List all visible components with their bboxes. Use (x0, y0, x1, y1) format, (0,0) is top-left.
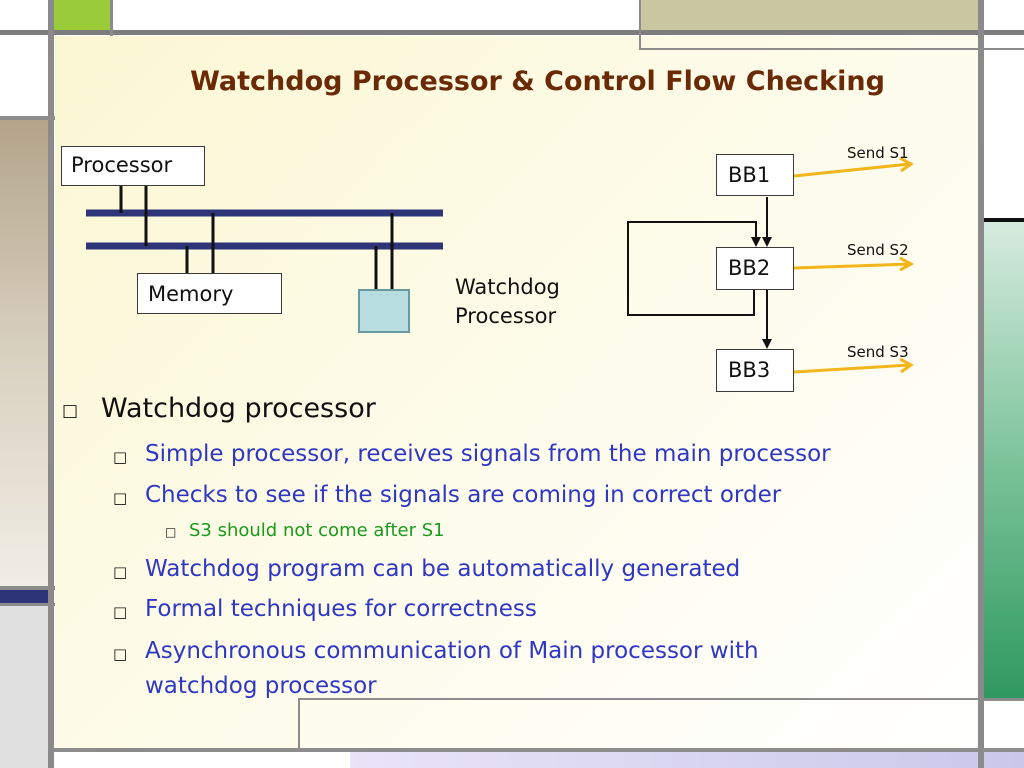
bullet-marker: □ (62, 401, 79, 421)
signal-arrow-s2 (793, 262, 911, 270)
signal-arrow-s3 (793, 363, 911, 374)
frame-khaki-block (640, 0, 978, 32)
frame-green-strip-right (984, 222, 1024, 698)
block-label: BB2 (728, 256, 771, 280)
slide-background (55, 36, 980, 748)
watchdog-label-line: Processor (455, 304, 557, 328)
frame-line (978, 0, 984, 768)
frame-line (639, 48, 1024, 50)
memory-box: Memory (137, 273, 282, 314)
frame-line (298, 698, 980, 700)
frame-gray-strip-bottom (0, 606, 48, 768)
frame-line (48, 0, 54, 768)
bullet-marker: □ (113, 645, 128, 663)
frame-line (298, 698, 300, 752)
frame-line (639, 0, 641, 50)
signal-label-s3: Send S3 (847, 343, 909, 361)
block-label: BB1 (728, 163, 771, 187)
bullet-level1: Watchdog processor (101, 393, 376, 424)
arrowhead (899, 256, 915, 272)
frame-navy-strip (0, 590, 48, 604)
frame-top-white-left (0, 0, 48, 30)
block-label: BB3 (728, 358, 771, 382)
bullet-level2: Checks to see if the signals are coming … (145, 482, 782, 508)
bullet-line: watchdog processor (145, 673, 377, 699)
block-bb1: BB1 (716, 154, 794, 196)
memory-label: Memory (148, 282, 234, 306)
frame-line (0, 603, 55, 606)
watchdog-label-line: Watchdog (455, 275, 560, 299)
edge-bb2-loop (627, 221, 761, 316)
frame-line (984, 698, 1024, 701)
bullet-marker: □ (113, 448, 128, 466)
frame-green-block-top (48, 0, 110, 30)
bullet-marker: □ (113, 489, 128, 507)
frame-line (984, 218, 1024, 222)
watchdog-processor-box (358, 289, 410, 333)
bullet-marker: □ (165, 525, 177, 539)
watchdog-processor-label: Watchdog Processor (455, 273, 560, 331)
frame-line (0, 586, 55, 590)
frame-lavender-strip (350, 752, 1024, 768)
bullet-level2: Watchdog program can be automatically ge… (145, 556, 741, 582)
bullet-marker: □ (113, 563, 128, 581)
signal-arrow-s1 (793, 162, 911, 178)
slide-title: Watchdog Processor & Control Flow Checki… (190, 66, 885, 97)
bullet-marker: □ (113, 603, 128, 621)
bullet-level2: Formal techniques for correctness (145, 596, 537, 622)
bullet-level2: Simple processor, receives signals from … (145, 441, 831, 467)
frame-line (0, 116, 55, 120)
arrowhead (899, 156, 914, 173)
frame-tan-strip (0, 120, 48, 590)
bullet-level2: Asynchronous communication of Main proce… (145, 634, 759, 704)
arrowhead (899, 357, 914, 374)
signal-label-s1: Send S1 (847, 144, 909, 162)
frame-line (54, 748, 1024, 752)
block-bb2: BB2 (716, 247, 794, 290)
signal-label-s2: Send S2 (847, 241, 909, 259)
bullet-level3: S3 should not come after S1 (189, 520, 445, 541)
frame-line (0, 30, 1024, 35)
processor-label: Processor (71, 153, 173, 177)
frame-line (110, 0, 113, 36)
block-bb3: BB3 (716, 349, 794, 392)
processor-box: Processor (61, 146, 205, 186)
bullet-line: Asynchronous communication of Main proce… (145, 638, 759, 664)
